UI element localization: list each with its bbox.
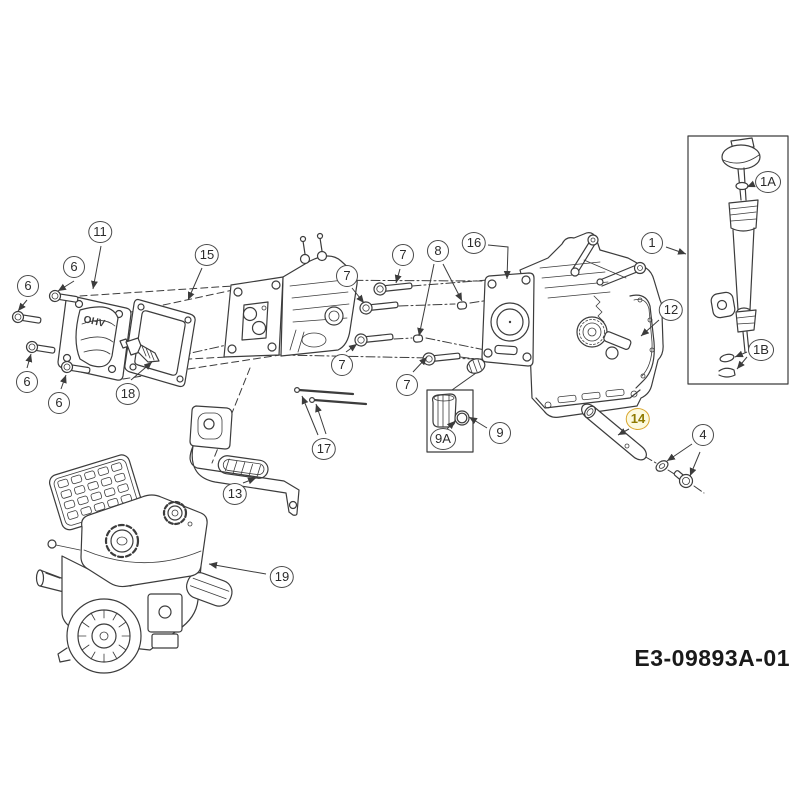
- callout-6c[interactable]: 6: [16, 371, 38, 393]
- callout-19[interactable]: 19: [269, 566, 295, 588]
- washer-and-bolt: [655, 460, 694, 489]
- callout-7c[interactable]: 7: [331, 354, 353, 376]
- callout-17[interactable]: 17: [311, 438, 337, 460]
- callout-1B[interactable]: 1B: [748, 339, 774, 361]
- callout-11[interactable]: 11: [88, 221, 112, 243]
- leader-lines: [17, 180, 756, 575]
- callout-12[interactable]: 12: [658, 299, 684, 321]
- callout-9A[interactable]: 9A: [430, 428, 456, 450]
- drawing-number: E3-09893A-01: [634, 645, 790, 671]
- callout-13[interactable]: 13: [222, 483, 248, 505]
- studs: [294, 387, 368, 406]
- callout-16[interactable]: 16: [461, 232, 487, 254]
- valve-cover-bolts: [11, 289, 91, 374]
- callout-15[interactable]: 15: [194, 244, 220, 266]
- callout-6d[interactable]: 6: [48, 392, 70, 414]
- callout-18[interactable]: 18: [115, 383, 141, 405]
- engine-assembly: [35, 454, 233, 674]
- dipstick-assembly: [687, 135, 789, 385]
- callout-6a[interactable]: 6: [63, 256, 85, 278]
- callout-14[interactable]: 14: [625, 408, 651, 430]
- callout-7d[interactable]: 7: [396, 374, 418, 396]
- callout-9[interactable]: 9: [489, 422, 511, 444]
- oil-cap-box: [426, 372, 477, 453]
- callout-6b[interactable]: 6: [17, 275, 39, 297]
- dowel-pins: [412, 301, 468, 343]
- cylinder-head: [223, 232, 358, 358]
- crankcase: [466, 232, 664, 418]
- valve-cover: OHV: [57, 295, 132, 381]
- heat-shield: [189, 405, 300, 516]
- callout-1[interactable]: 1: [641, 232, 663, 254]
- callout-4[interactable]: 4: [692, 424, 714, 446]
- valve-cover-marking: OHV: [82, 314, 106, 330]
- spark-plug: [119, 337, 160, 363]
- callout-7a[interactable]: 7: [392, 244, 414, 266]
- callout-8[interactable]: 8: [427, 240, 449, 262]
- callout-1A[interactable]: 1A: [755, 171, 781, 193]
- head-bolts: [354, 282, 461, 366]
- oil-tube: [581, 403, 647, 461]
- callout-7b[interactable]: 7: [336, 265, 358, 287]
